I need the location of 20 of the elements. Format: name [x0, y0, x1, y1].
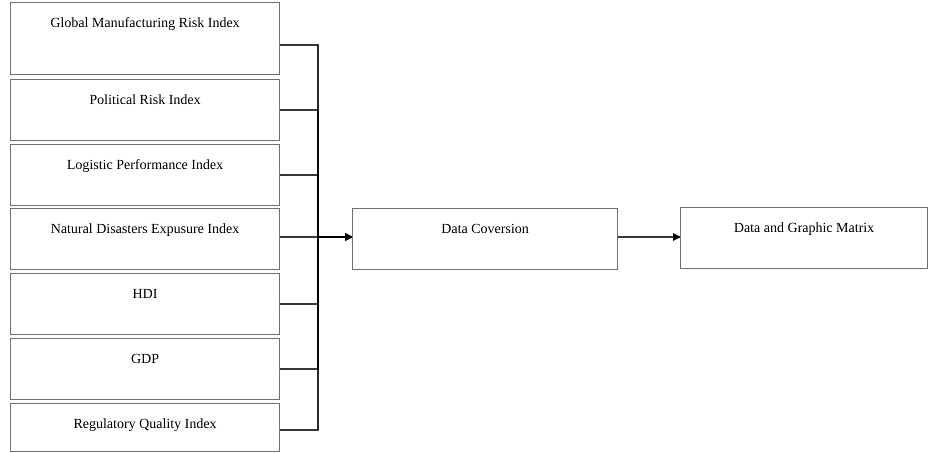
process-box	[352, 208, 618, 270]
box-label: Data Coversion	[441, 221, 529, 239]
box-label: Natural Disasters Expusure Index	[50, 221, 240, 239]
box-label: GDP	[130, 351, 159, 369]
process-box	[10, 338, 280, 400]
process-box	[10, 79, 280, 141]
box-label: Political Risk Index	[89, 92, 201, 110]
connector-arrow	[280, 233, 353, 431]
process-box	[10, 208, 280, 270]
box-label: Logistic Performance Index	[66, 157, 224, 175]
box-label: Regulatory Quality Index	[73, 416, 217, 434]
connector-arrow	[618, 233, 681, 241]
box-label: Data and Graphic Matrix	[734, 220, 874, 238]
box-label: Global Manufacturing Risk Index	[50, 15, 240, 33]
process-box	[10, 273, 280, 335]
process-box	[680, 207, 928, 269]
process-box	[10, 2, 280, 75]
box-label: HDI	[132, 286, 158, 304]
process-box	[10, 403, 280, 452]
process-box	[10, 144, 280, 206]
